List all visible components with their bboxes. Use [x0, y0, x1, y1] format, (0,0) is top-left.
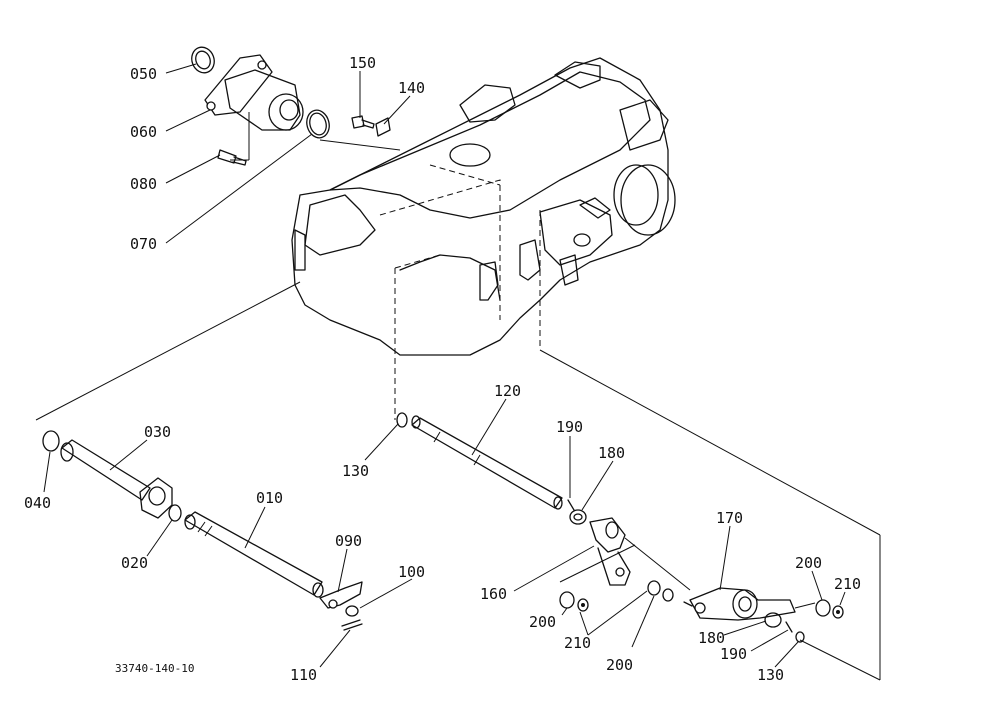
- leader-lines: [43, 63, 846, 668]
- plate-140: [375, 117, 391, 137]
- part-number-170: 170: [716, 509, 743, 527]
- washer-200-right: [815, 599, 831, 617]
- part-number-180-upper: 180: [598, 444, 625, 462]
- part-number-140: 140: [398, 79, 425, 97]
- part-number-050: 050: [130, 65, 157, 83]
- washer-180-upper: [569, 509, 587, 525]
- part-number-060: 060: [130, 123, 157, 141]
- drawing-code: 33740-140-10: [115, 662, 194, 675]
- pin-190-upper: [567, 499, 575, 511]
- pin-110: [341, 619, 363, 631]
- bolt-150: [351, 115, 375, 129]
- nut-210-mid: [662, 588, 674, 602]
- washer-100: [345, 605, 359, 617]
- washer-200-mid: [647, 580, 661, 596]
- part-number-110: 110: [290, 666, 317, 684]
- washer-180-lower: [764, 612, 782, 628]
- part-number-020: 020: [121, 554, 148, 572]
- shaft-holder-030: [60, 439, 173, 519]
- washer-200-left: [559, 591, 575, 609]
- part-number-040: 040: [24, 494, 51, 512]
- part-number-080: 080: [130, 175, 157, 193]
- part-number-200-left: 200: [529, 613, 556, 631]
- assembly-lines: [35, 139, 881, 681]
- part-number-150: 150: [349, 54, 376, 72]
- shaft-010: [184, 511, 324, 598]
- part-number-130-upper: 130: [342, 462, 369, 480]
- part-number-210-left: 210: [564, 634, 591, 652]
- bolt-080: [217, 149, 247, 166]
- o-ring-040: [42, 430, 60, 452]
- o-ring-130-upper: [396, 412, 408, 428]
- transmission-housing: [291, 57, 676, 420]
- nut-210-right: [832, 605, 844, 619]
- o-ring-070: [306, 109, 330, 139]
- part-number-130-lower: 130: [757, 666, 784, 684]
- snap-ring-050: [191, 46, 215, 74]
- o-ring-130-lower: [795, 631, 805, 643]
- nut-210-left: [577, 598, 589, 612]
- part-number-190-lower: 190: [720, 645, 747, 663]
- o-ring-020: [168, 504, 182, 522]
- part-number-010: 010: [256, 489, 283, 507]
- part-number-200-right: 200: [795, 554, 822, 572]
- arm-170: [683, 587, 796, 621]
- part-number-210-right: 210: [834, 575, 861, 593]
- lever-090: [319, 581, 363, 609]
- part-number-100: 100: [398, 563, 425, 581]
- part-number-120: 120: [494, 382, 521, 400]
- shaft-120: [411, 415, 563, 510]
- arm-160: [589, 517, 631, 586]
- pin-190-lower: [785, 621, 793, 633]
- part-number-200-mid: 200: [606, 656, 633, 674]
- bearing-housing-060: [204, 54, 304, 131]
- part-labels: 050 060 080 070 150 140 030 040 020 010 …: [24, 54, 861, 684]
- part-number-180-lower: 180: [698, 629, 725, 647]
- part-number-090: 090: [335, 532, 362, 550]
- part-number-030: 030: [144, 423, 171, 441]
- part-number-160: 160: [480, 585, 507, 603]
- part-number-070: 070: [130, 235, 157, 253]
- part-number-190-upper: 190: [556, 418, 583, 436]
